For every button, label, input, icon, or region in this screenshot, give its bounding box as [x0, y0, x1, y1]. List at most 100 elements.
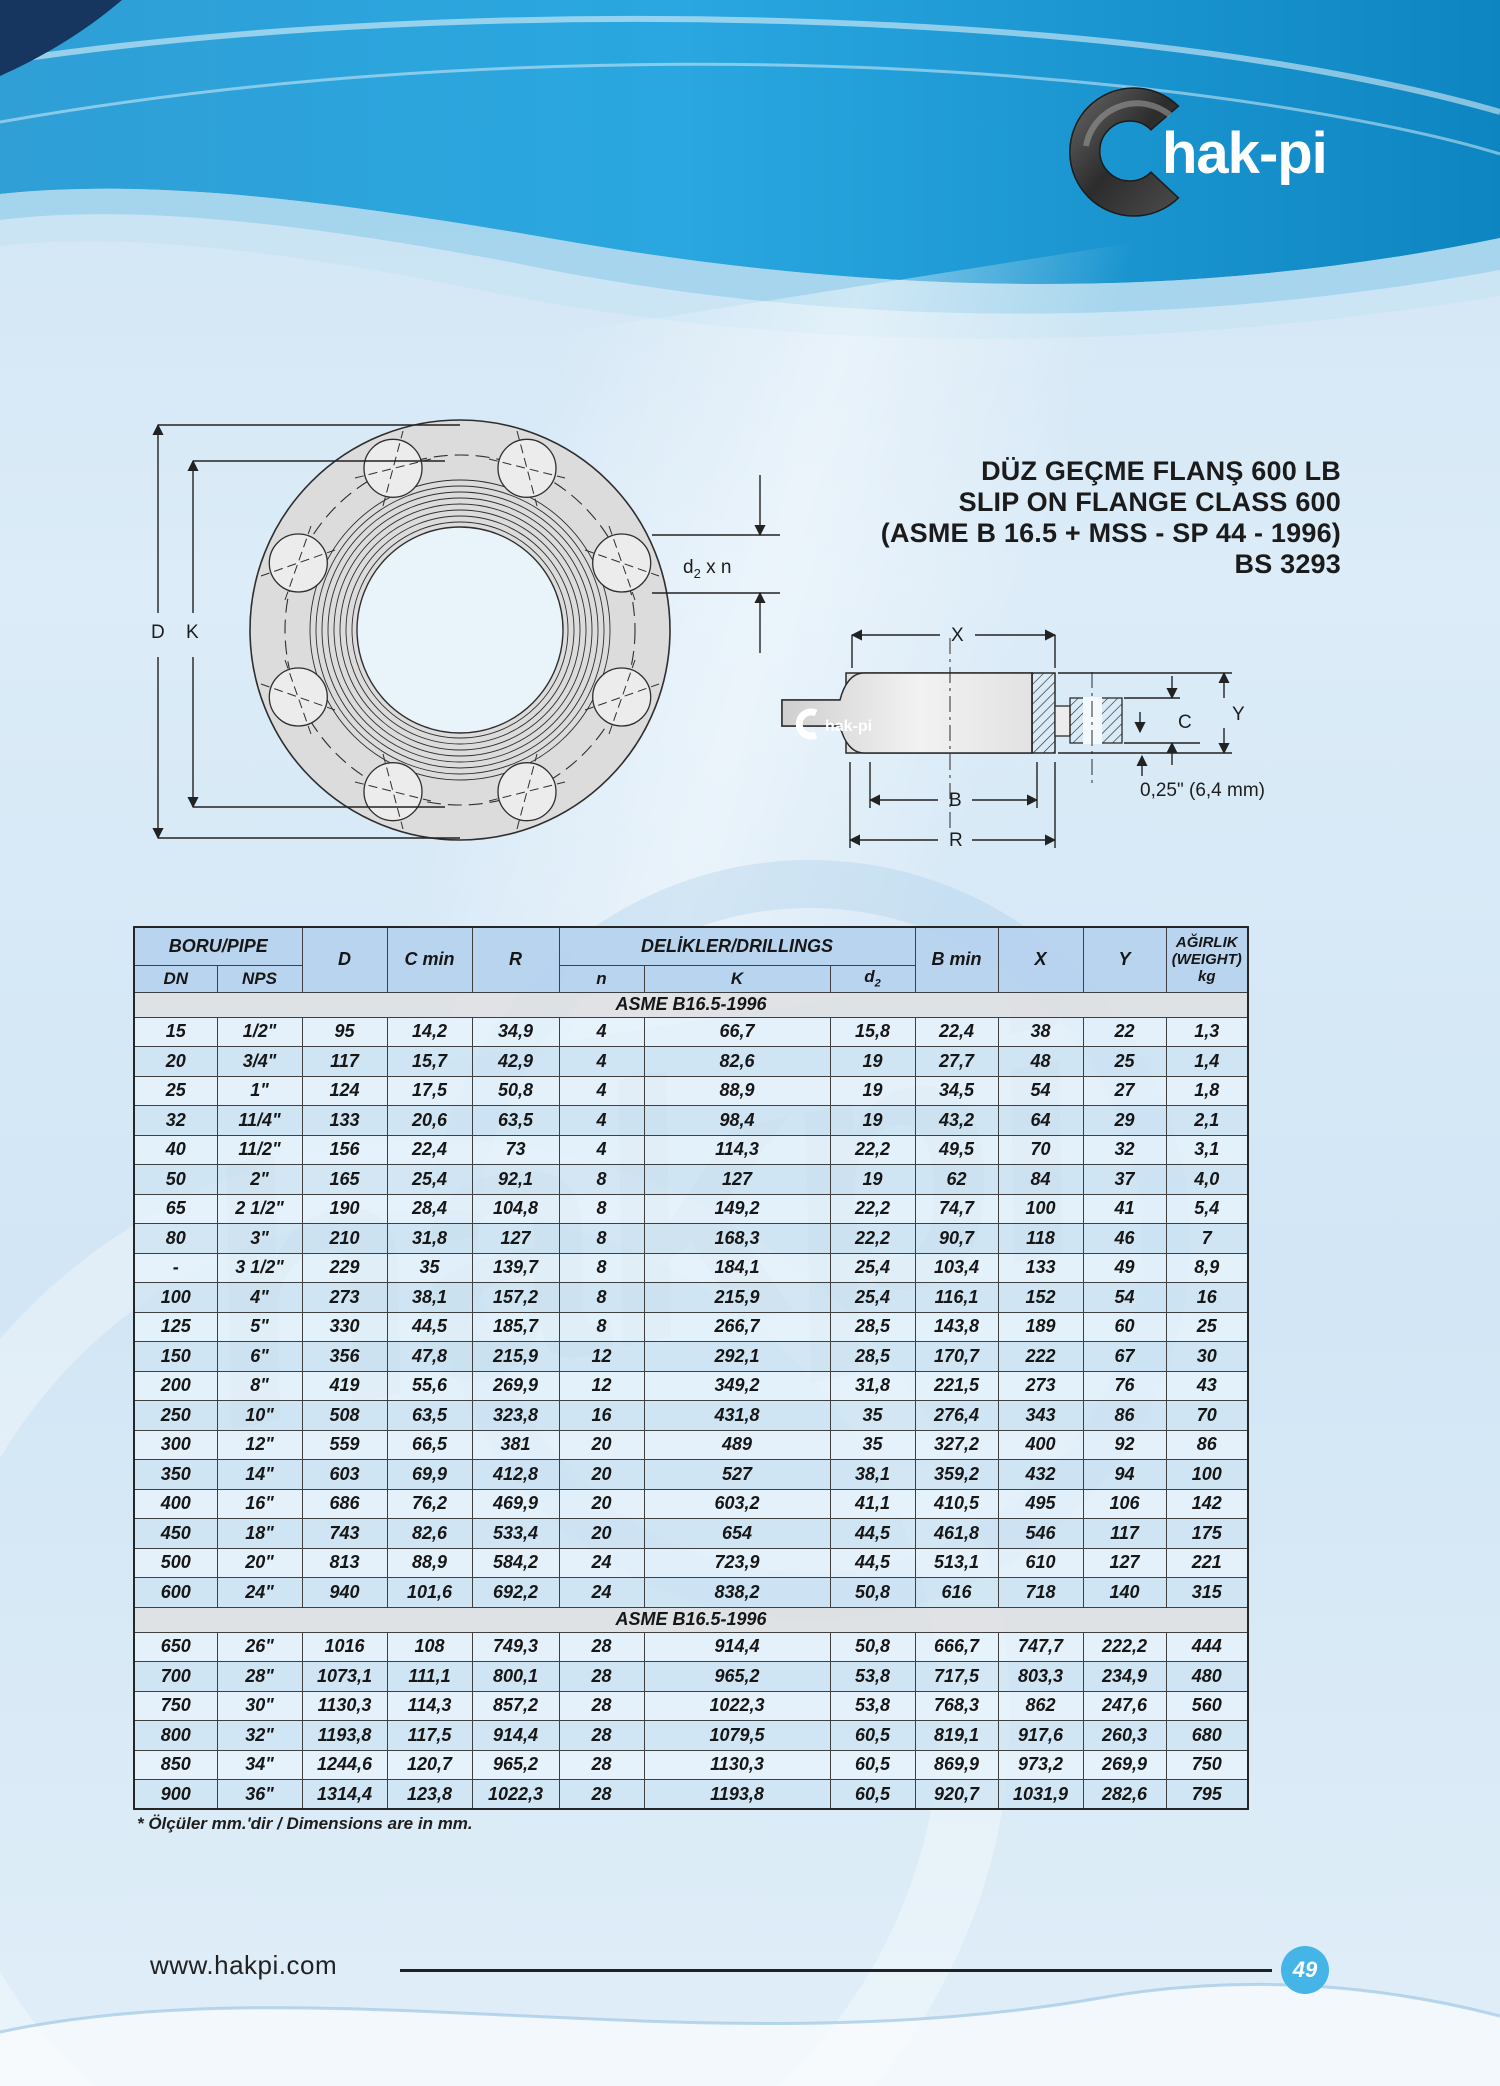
- table-cell: 8: [558, 1193, 645, 1224]
- label-K: K: [186, 622, 199, 643]
- table-cell: 26": [216, 1631, 303, 1662]
- table-cell: 400: [133, 1488, 218, 1519]
- table-cell: 1073,1: [301, 1661, 388, 1692]
- table-cell: 165: [301, 1164, 388, 1195]
- table-cell: 24": [216, 1577, 303, 1608]
- table-cell: 35: [829, 1429, 916, 1460]
- table-cell: 100: [133, 1282, 218, 1313]
- table-cell: 3": [216, 1223, 303, 1254]
- table-cell: 3 1/2": [216, 1252, 303, 1283]
- table-cell: 25,4: [829, 1252, 916, 1283]
- table-cell: 718: [997, 1577, 1084, 1608]
- table-cell: 5": [216, 1311, 303, 1342]
- table-cell: 11/4": [216, 1105, 303, 1136]
- table-cell: 2,1: [1165, 1105, 1249, 1136]
- table-cell: 1,8: [1165, 1075, 1249, 1106]
- table-cell: 40: [133, 1134, 218, 1165]
- table-cell: 73: [471, 1134, 560, 1165]
- table-cell: 15: [133, 1016, 218, 1047]
- table-cell: 323,8: [471, 1400, 560, 1431]
- table-cell: 723,9: [643, 1547, 831, 1578]
- table-cell: 4: [558, 1016, 645, 1047]
- table-cell: 412,8: [471, 1459, 560, 1490]
- table-cell: 28: [558, 1779, 645, 1810]
- table-cell: 22,2: [829, 1193, 916, 1224]
- table-cell: 221: [1165, 1547, 1249, 1578]
- table-cell: 86: [1165, 1429, 1249, 1460]
- table-cell: 750: [1165, 1749, 1249, 1780]
- bolt-hole-centerlines: [260, 430, 660, 830]
- section-band-title: ASME B16.5-1996: [133, 991, 1249, 1018]
- table-cell: 269,9: [471, 1370, 560, 1401]
- table-cell: 513,1: [914, 1547, 999, 1578]
- table-cell: 35: [829, 1400, 916, 1431]
- dimension-R: [848, 762, 1057, 848]
- table-cell: 22,4: [914, 1016, 999, 1047]
- table-cell: 610: [997, 1547, 1084, 1578]
- table-cell: 88,9: [643, 1075, 831, 1106]
- raised-face-neck: [1054, 705, 1071, 737]
- table-cell: 222,2: [1082, 1631, 1167, 1662]
- table-cell: 914,4: [471, 1720, 560, 1751]
- table-cell: 495: [997, 1488, 1084, 1519]
- table-cell: 25: [133, 1075, 218, 1106]
- table-cell: 111,1: [386, 1661, 473, 1692]
- table-cell: 222: [997, 1341, 1084, 1372]
- table-cell: 50,8: [829, 1577, 916, 1608]
- table-cell: 276,4: [914, 1400, 999, 1431]
- section-logo: hak-pi: [795, 708, 872, 740]
- table-cell: 750: [133, 1690, 218, 1721]
- table-cell: 53,8: [829, 1661, 916, 1692]
- table-cell: 101,6: [386, 1577, 473, 1608]
- table-cell: 8: [558, 1252, 645, 1283]
- table-section-band: ASME B16.5-1996: [133, 1606, 1249, 1633]
- table-cell: 1314,4: [301, 1779, 388, 1810]
- table-cell: 31,8: [829, 1370, 916, 1401]
- table-cell: 654: [643, 1518, 831, 1549]
- table-cell: 584,2: [471, 1547, 560, 1578]
- dimension-raised-face: [1134, 712, 1148, 776]
- table-cell: 95: [301, 1016, 388, 1047]
- table-cell: 8: [558, 1282, 645, 1313]
- table-cell: 247,6: [1082, 1690, 1167, 1721]
- table-cell: 41,1: [829, 1488, 916, 1519]
- title-line-bs: BS 3293: [1234, 549, 1341, 579]
- table-cell: 12: [558, 1341, 645, 1372]
- table-cell: 350: [133, 1459, 218, 1490]
- table-cell: 215,9: [643, 1282, 831, 1313]
- table-cell: 4: [558, 1134, 645, 1165]
- table-cell: 19: [829, 1105, 916, 1136]
- table-cell: 508: [301, 1400, 388, 1431]
- table-cell: 100: [1165, 1459, 1249, 1490]
- table-cell: 60: [1082, 1311, 1167, 1342]
- table-cell: 60,5: [829, 1779, 916, 1810]
- table-cell: 127: [471, 1223, 560, 1254]
- website-url: www.hakpi.com: [150, 1950, 338, 1980]
- label-X: X: [951, 625, 964, 646]
- table-cell: 103,4: [914, 1252, 999, 1283]
- table-cell: 32: [1082, 1134, 1167, 1165]
- table-cell: 260,3: [1082, 1720, 1167, 1751]
- table-cell: 62: [914, 1164, 999, 1195]
- table-cell: 965,2: [471, 1749, 560, 1780]
- table-cell: 30": [216, 1690, 303, 1721]
- table-cell: 8: [558, 1164, 645, 1195]
- table-cell: 559: [301, 1429, 388, 1460]
- table-cell: 24: [558, 1577, 645, 1608]
- table-cell: 349,2: [643, 1370, 831, 1401]
- table-cell: 34,9: [471, 1016, 560, 1047]
- dimension-d2xn: [652, 475, 780, 653]
- table-cell: 69,9: [386, 1459, 473, 1490]
- table-cell: 2": [216, 1164, 303, 1195]
- table-section-band: ASME B16.5-1996: [133, 991, 1249, 1018]
- page-number-badge: 49: [1281, 1946, 1329, 1994]
- table-cell: 940: [301, 1577, 388, 1608]
- table-cell: 117: [301, 1046, 388, 1077]
